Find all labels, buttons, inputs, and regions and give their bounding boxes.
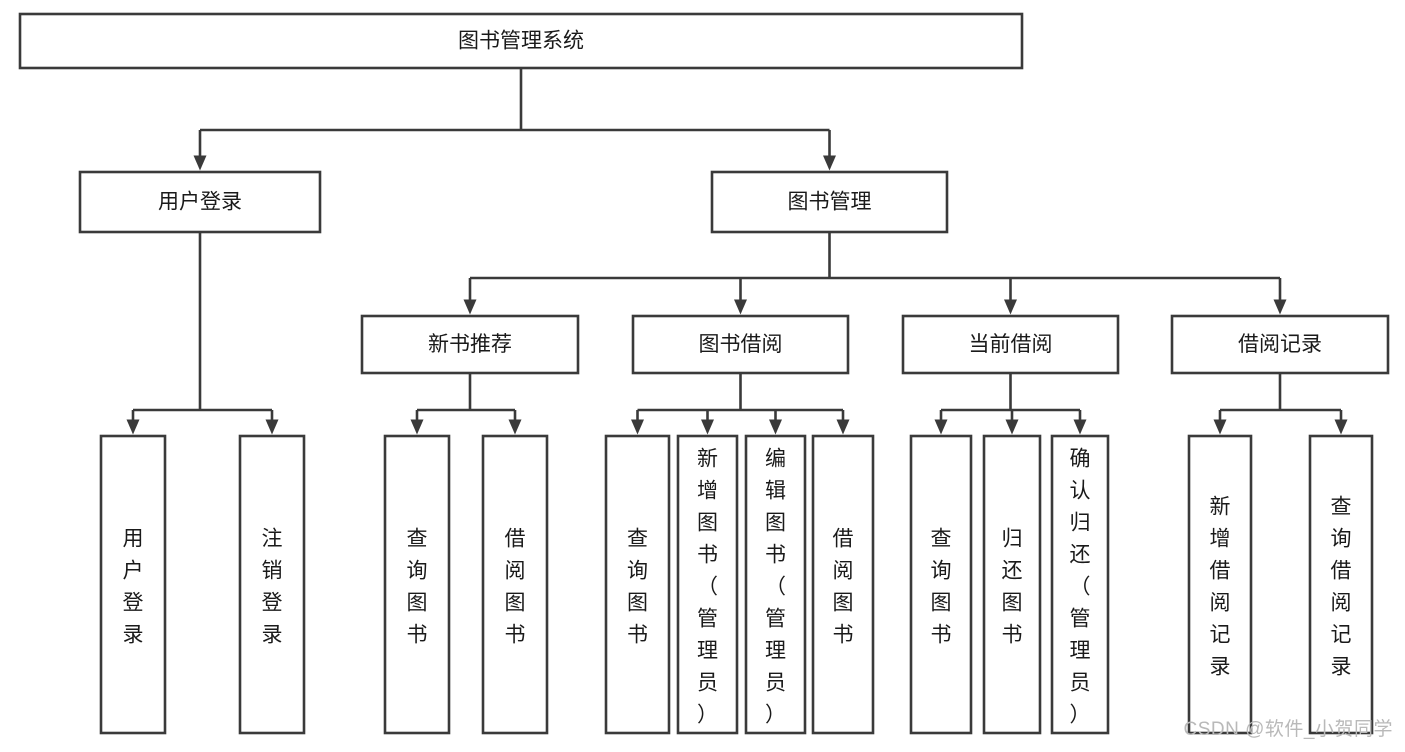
node-box-leaf-confirm-return[interactable]: [1050, 434, 1110, 735]
node-box-leaf-borrow-book-1[interactable]: [481, 434, 549, 735]
node-box-leaf-query-record[interactable]: [1308, 434, 1374, 735]
node-book-management[interactable]: 图书管理: [710, 170, 949, 234]
node-label-book-management: 图书管理: [788, 191, 872, 214]
node-label-leaf-query-record: 查询借阅记录: [1331, 495, 1352, 678]
connector-arrow-icon: [463, 299, 477, 315]
node-leaf-query-book-1[interactable]: 查询图书: [383, 434, 451, 735]
node-box-leaf-borrow-book-2[interactable]: [811, 434, 875, 735]
node-label-leaf-logout: 注销登录: [262, 527, 283, 646]
connector-arrow-icon: [934, 419, 948, 435]
node-box-leaf-query-book-3[interactable]: [909, 434, 973, 735]
node-current-borrow[interactable]: 当前借阅: [901, 314, 1120, 375]
node-box-leaf-user-login[interactable]: [99, 434, 167, 735]
connector-arrow-icon: [1273, 299, 1287, 315]
connector-arrow-icon: [1005, 419, 1019, 435]
node-label-borrow-record: 借阅记录: [1238, 333, 1322, 356]
node-box-user-login[interactable]: [78, 170, 322, 234]
node-label-book-borrow: 图书借阅: [699, 333, 783, 356]
node-label-leaf-borrow-book-2: 借阅图书: [833, 527, 854, 646]
node-label-leaf-query-book-2: 查询图书: [627, 527, 648, 646]
node-leaf-edit-book[interactable]: 编辑图书（管理员）: [744, 434, 807, 735]
watermark-text: CSDN @软件_小贺同学: [1183, 719, 1393, 740]
node-leaf-borrow-book-1[interactable]: 借阅图书: [481, 434, 549, 735]
connector-arrow-icon: [126, 419, 140, 435]
node-box-root[interactable]: [18, 12, 1024, 70]
node-box-book-borrow[interactable]: [631, 314, 850, 375]
node-new-book-recommend[interactable]: 新书推荐: [360, 314, 580, 375]
node-box-leaf-edit-book[interactable]: [744, 434, 807, 735]
node-borrow-record[interactable]: 借阅记录: [1170, 314, 1390, 375]
node-leaf-logout[interactable]: 注销登录: [238, 434, 306, 735]
node-leaf-return-book[interactable]: 归还图书: [982, 434, 1042, 735]
node-label-leaf-add-record: 新增借阅记录: [1210, 495, 1231, 678]
node-leaf-query-book-2[interactable]: 查询图书: [604, 434, 671, 735]
connector-arrow-icon: [836, 419, 850, 435]
connector-arrow-icon: [1213, 419, 1227, 435]
node-label-leaf-user-login: 用户登录: [123, 527, 144, 646]
connector-group-borrow-record: [1218, 373, 1343, 421]
connector-group-user-login: [131, 232, 274, 421]
node-label-leaf-query-book-3: 查询图书: [931, 527, 952, 646]
connector-group-book-management: [468, 232, 1282, 301]
node-label-user-login: 用户登录: [158, 191, 242, 214]
connector-group-root: [198, 68, 831, 157]
node-box-leaf-return-book[interactable]: [982, 434, 1042, 735]
node-box-current-borrow[interactable]: [901, 314, 1120, 375]
node-label-leaf-query-book-1: 查询图书: [407, 527, 428, 646]
connector-group-book-borrow: [636, 373, 845, 421]
node-leaf-add-record[interactable]: 新增借阅记录: [1187, 434, 1253, 735]
connector-arrow-icon: [193, 155, 207, 171]
node-label-current-borrow: 当前借阅: [969, 333, 1053, 356]
connector-arrow-icon: [1334, 419, 1348, 435]
node-leaf-borrow-book-2[interactable]: 借阅图书: [811, 434, 875, 735]
node-leaf-user-login[interactable]: 用户登录: [99, 434, 167, 735]
node-box-leaf-add-record[interactable]: [1187, 434, 1253, 735]
connector-arrow-icon: [769, 419, 782, 435]
connector-arrow-icon: [823, 155, 836, 171]
connector-arrow-icon: [734, 299, 747, 315]
node-label-root: 图书管理系统: [458, 30, 584, 53]
node-leaf-query-record[interactable]: 查询借阅记录: [1308, 434, 1374, 735]
connector-group-current-borrow: [939, 373, 1082, 421]
node-box-leaf-logout[interactable]: [238, 434, 306, 735]
node-label-leaf-confirm-return: 确认归还（管理员）: [1070, 447, 1091, 726]
connector-arrow-icon: [701, 419, 714, 435]
node-leaf-add-book[interactable]: 新增图书（管理员）: [676, 434, 739, 735]
node-box-leaf-add-book[interactable]: [676, 434, 739, 735]
node-root[interactable]: 图书管理系统: [18, 12, 1024, 70]
node-leaf-query-book-3[interactable]: 查询图书: [909, 434, 973, 735]
node-label-leaf-add-book: 新增图书（管理员）: [697, 447, 718, 726]
node-box-new-book-recommend[interactable]: [360, 314, 580, 375]
node-label-leaf-edit-book: 编辑图书（管理员）: [765, 447, 786, 726]
node-label-leaf-return-book: 归还图书: [1002, 527, 1023, 646]
connector-arrow-icon: [1073, 419, 1087, 435]
connector-group-new-book-recommend: [415, 373, 517, 421]
connector-arrow-icon: [1004, 299, 1017, 315]
connector-arrow-icon: [631, 419, 644, 435]
node-label-new-book-recommend: 新书推荐: [428, 333, 512, 356]
connector-arrow-icon: [265, 419, 279, 435]
node-user-login[interactable]: 用户登录: [78, 170, 322, 234]
node-box-borrow-record[interactable]: [1170, 314, 1390, 375]
node-leaf-confirm-return[interactable]: 确认归还（管理员）: [1050, 434, 1110, 735]
connector-arrow-icon: [508, 419, 522, 435]
node-label-leaf-borrow-book-1: 借阅图书: [505, 527, 526, 646]
node-book-borrow[interactable]: 图书借阅: [631, 314, 850, 375]
connector-arrow-icon: [410, 419, 424, 435]
node-box-leaf-query-book-2[interactable]: [604, 434, 671, 735]
node-box-book-management[interactable]: [710, 170, 949, 234]
node-box-leaf-query-book-1[interactable]: [383, 434, 451, 735]
